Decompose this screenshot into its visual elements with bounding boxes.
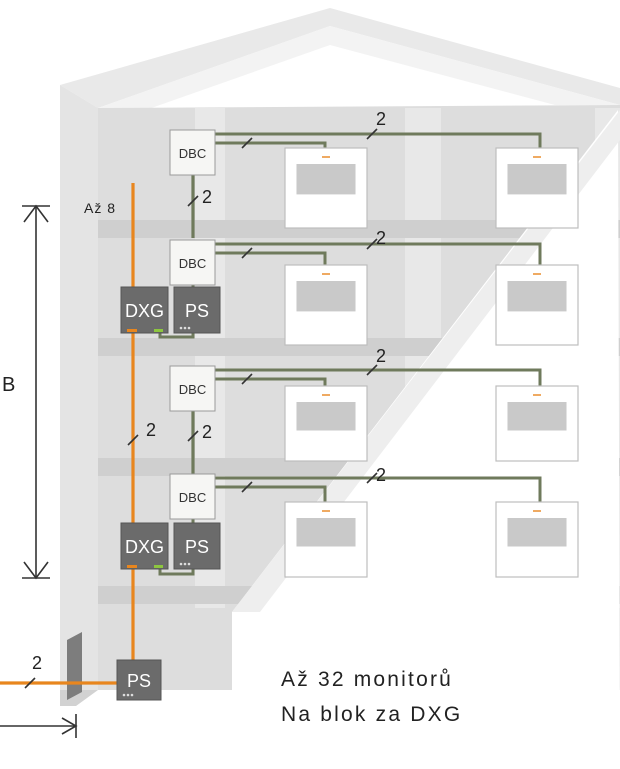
dbc-module-icon: DBC <box>169 239 216 286</box>
monitor-screen <box>507 164 567 195</box>
floor-bus-far <box>215 242 542 265</box>
floor-bus-near <box>215 377 327 386</box>
power-supply-label: PS <box>127 671 151 691</box>
dxg-module-label: DXG <box>125 301 164 321</box>
ps-led <box>126 693 130 697</box>
dbc-frame <box>169 365 216 412</box>
dbc-label: DBC <box>179 256 206 271</box>
floor-count-label: 2 <box>376 109 386 129</box>
floor-bus-near <box>215 485 327 502</box>
cable-slash-mark <box>187 195 199 207</box>
monitor-screen <box>296 164 356 195</box>
indoor-monitor-icon <box>284 264 368 346</box>
status-led <box>154 329 163 332</box>
cable-slash-mark <box>24 677 36 689</box>
cable-slash-mark <box>127 434 139 446</box>
riser-count-label: 2 <box>146 420 156 440</box>
cable-slash-mark <box>366 238 378 250</box>
entry-count-label: 2 <box>32 653 42 673</box>
caption-line-1: Až 32 monitorů <box>281 668 454 691</box>
dxg-module-frame <box>120 522 169 570</box>
floor-count-label: 2 <box>376 346 386 366</box>
ps-led <box>179 326 183 330</box>
cable-slash-mark <box>241 247 253 259</box>
cable-slash-mark <box>366 364 378 376</box>
ps-led <box>179 562 183 566</box>
indoor-monitor-icon <box>495 147 579 229</box>
dimension-arrow-icon <box>22 204 50 580</box>
status-led <box>154 565 163 568</box>
bottom-dimension-arrow-icon <box>0 714 78 738</box>
indoor-monitor-icon <box>495 501 579 578</box>
floor-bus-far <box>215 476 542 502</box>
indoor-monitor-icon <box>495 385 579 462</box>
dbc-frame <box>169 473 216 520</box>
ps-led <box>183 326 187 330</box>
power-supply-frame <box>173 522 221 570</box>
dxg-module-frame <box>120 286 169 334</box>
cable-slash-mark <box>241 137 253 149</box>
dbc-module-icon: DBC <box>169 129 216 176</box>
dbc-frame <box>169 129 216 176</box>
monitor-screen <box>296 402 356 431</box>
power-supply-label: PS <box>185 537 209 557</box>
cable-slash-mark <box>241 481 253 493</box>
riser-port <box>127 329 137 332</box>
power-supply-frame <box>116 659 162 701</box>
indoor-monitor-icon <box>284 501 368 578</box>
cable-slash-mark <box>366 472 378 484</box>
dimension-b-label: B <box>2 374 15 396</box>
ps-led <box>187 562 191 566</box>
indoor-monitor-icon <box>284 147 368 229</box>
dbc-module-icon: DBC <box>169 365 216 412</box>
floor-count-label: 2 <box>376 465 386 485</box>
floor-count-label: 2 <box>376 228 386 248</box>
monitor-screen <box>296 518 356 547</box>
monitor-screen <box>507 518 567 547</box>
dbc-module-icon: DBC <box>169 473 216 520</box>
dbc-label: DBC <box>179 382 206 397</box>
monitor-screen <box>507 281 567 312</box>
vertical-count-label: 2 <box>202 187 212 207</box>
cable-slash-mark <box>187 430 199 442</box>
floor-bus-near <box>215 251 327 265</box>
dbc-label: DBC <box>179 490 206 505</box>
ps-led <box>183 562 187 566</box>
dxg-module-label: DXG <box>125 537 164 557</box>
ps-led <box>130 693 134 697</box>
floor-bus-near <box>215 141 327 148</box>
indoor-monitor-icon <box>495 264 579 346</box>
dxg-module-icon: DXG <box>120 522 169 570</box>
vertical-count-label: 2 <box>202 422 212 442</box>
indoor-monitor-icon <box>284 385 368 462</box>
power-supply-icon: PS <box>173 522 221 570</box>
up-to-8-label: Až 8 <box>84 200 116 216</box>
ps-led <box>187 326 191 330</box>
power-supply-icon: PS <box>173 286 221 334</box>
power-supply-icon: PS <box>116 659 162 701</box>
power-supply-frame <box>173 286 221 334</box>
floor-bus-far <box>215 132 542 148</box>
monitor-screen <box>507 402 567 431</box>
ps-led <box>122 693 126 697</box>
power-supply-label: PS <box>185 301 209 321</box>
caption-line-2: Na blok za DXG <box>281 703 463 726</box>
monitor-screen <box>296 281 356 312</box>
cable-slash-mark <box>366 128 378 140</box>
dxg-module-icon: DXG <box>120 286 169 334</box>
dbc-label: DBC <box>179 146 206 161</box>
cable-slash-mark <box>241 373 253 385</box>
riser-port <box>127 565 137 568</box>
floor-bus-far <box>215 368 542 386</box>
dbc-frame <box>169 239 216 286</box>
